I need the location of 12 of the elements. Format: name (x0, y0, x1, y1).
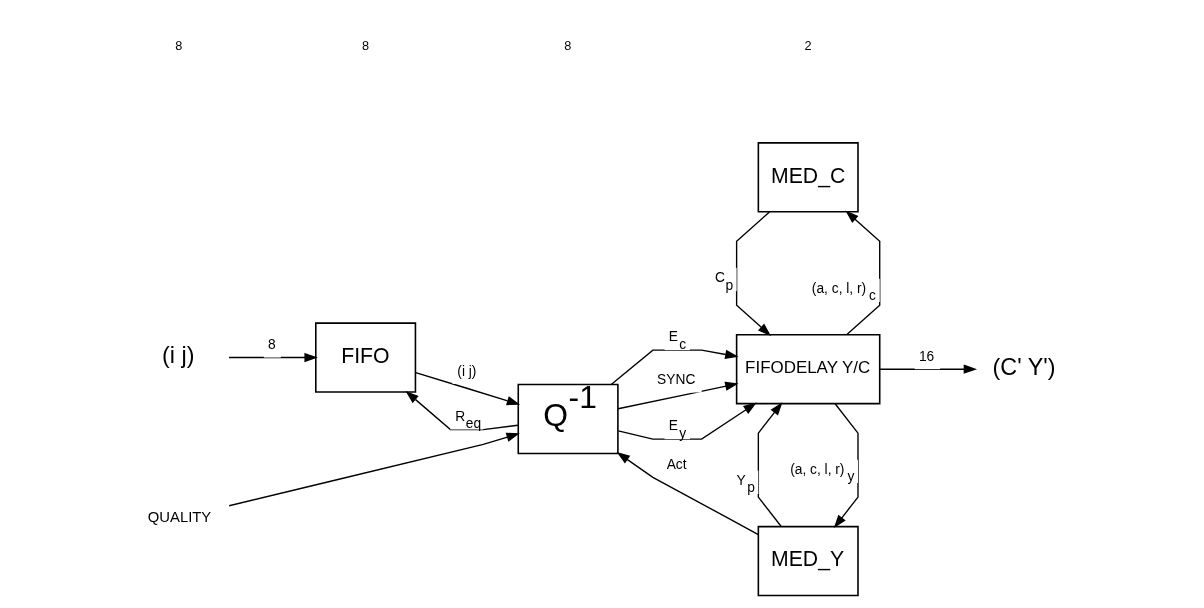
edge-label: SYNC (657, 372, 696, 388)
edge-label: 8 (268, 337, 276, 353)
label: 8 (564, 38, 572, 54)
label: 8 (361, 38, 369, 54)
edge-label: 16 (918, 349, 935, 365)
node-text: (C' Y') (992, 354, 1056, 381)
edge-label: Act (666, 457, 687, 473)
node-text: (i j) (162, 342, 195, 369)
node-text: QUALITY (147, 508, 212, 525)
label: 8 (175, 38, 183, 54)
label: 2 (804, 38, 812, 54)
edge-label: (i j) (457, 363, 477, 379)
